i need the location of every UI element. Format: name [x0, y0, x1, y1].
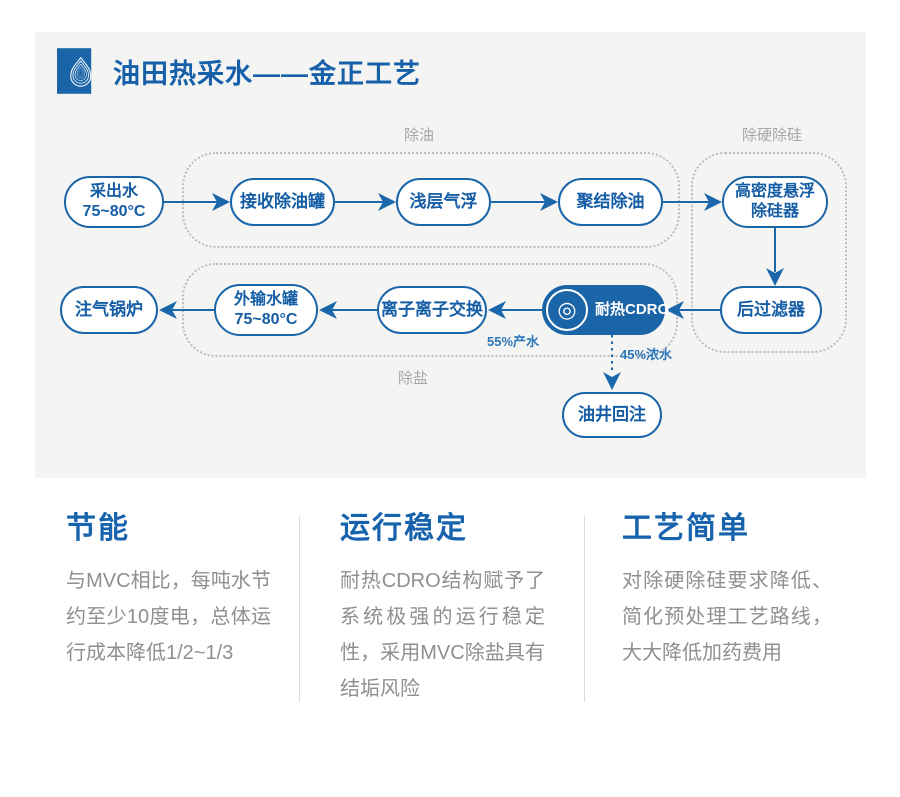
feature-energy-saving-title: 节能: [66, 512, 130, 545]
feature-simple-process-body: 对除硬除硅要求降低、简化预处理工艺路线，大大降低加药费用: [622, 570, 832, 664]
region-deoiling: [182, 152, 680, 248]
node-ion-exchange: 离子离子交换: [377, 286, 487, 334]
region-hardness-silica-removal: [691, 152, 847, 353]
node-produced-water-line1: 采出水: [89, 183, 138, 200]
label-product-water: 55%产水: [487, 334, 540, 349]
feature-simple-process: 工艺简单 对除硬除硅要求降低、简化预处理工艺路线，大大降低加药费用: [622, 503, 832, 671]
node-export-tank: 外输水罐 75~80°C: [214, 284, 318, 336]
label-concentrate-water: 45%浓水: [620, 347, 673, 362]
node-post-filter: 后过滤器: [720, 286, 822, 334]
node-well-reinjection: 油井回注: [562, 392, 662, 438]
region-label-desalination: 除盐: [398, 370, 429, 387]
node-receiving-deoil-tank: 接收除油罐: [230, 178, 335, 226]
feature-stable-operation-body: 耐热CDRO结构赋予了系统极强的运行稳定性，采用MVC除盐具有结垢风险: [340, 570, 545, 700]
header: 油田热采水——金正工艺: [57, 48, 421, 94]
node-silica-remover-line2: 除硅器: [750, 203, 799, 220]
node-silica-remover-line1: 高密度悬浮: [734, 183, 815, 200]
node-produced-water: 采出水 75~80°C: [64, 176, 164, 228]
feature-stable-operation: 运行稳定 耐热CDRO结构赋予了系统极强的运行稳定性，采用MVC除盐具有结垢风险: [340, 503, 545, 707]
node-export-tank-line1: 外输水罐: [233, 291, 298, 308]
node-coalescing-deoil: 聚结除油: [558, 178, 663, 226]
node-produced-water-line2: 75~80°C: [82, 203, 146, 220]
node-shallow-daf: 浅层气浮: [396, 178, 491, 226]
node-cdro: ◎ 耐热CDRO: [542, 285, 669, 335]
feature-divider-2: [584, 516, 585, 702]
feature-simple-process-title: 工艺简单: [622, 512, 750, 545]
feature-stable-operation-title: 运行稳定: [340, 512, 468, 545]
feature-divider-1: [299, 516, 300, 702]
logo-water-drop-icon: [57, 48, 92, 94]
node-silica-remover: 高密度悬浮 除硅器: [722, 176, 828, 228]
node-gas-injection-boiler: 注气锅炉: [60, 286, 158, 334]
node-export-tank-line2: 75~80°C: [234, 311, 298, 328]
page-title: 油田热采水——金正工艺: [113, 58, 421, 89]
cdro-membrane-icon: ◎: [546, 289, 588, 331]
cdro-icon-glyph: ◎: [557, 297, 577, 322]
region-label-hardness-silica: 除硬除硅: [742, 127, 803, 144]
diagram-panel: [35, 32, 866, 478]
feature-energy-saving-body: 与MVC相比，每吨水节约至少10度电，总体运行成本降低1/2~1/3: [66, 570, 271, 664]
feature-energy-saving: 节能 与MVC相比，每吨水节约至少10度电，总体运行成本降低1/2~1/3: [66, 503, 271, 671]
node-cdro-label: 耐热CDRO: [595, 300, 670, 318]
region-label-deoiling: 除油: [404, 127, 435, 144]
